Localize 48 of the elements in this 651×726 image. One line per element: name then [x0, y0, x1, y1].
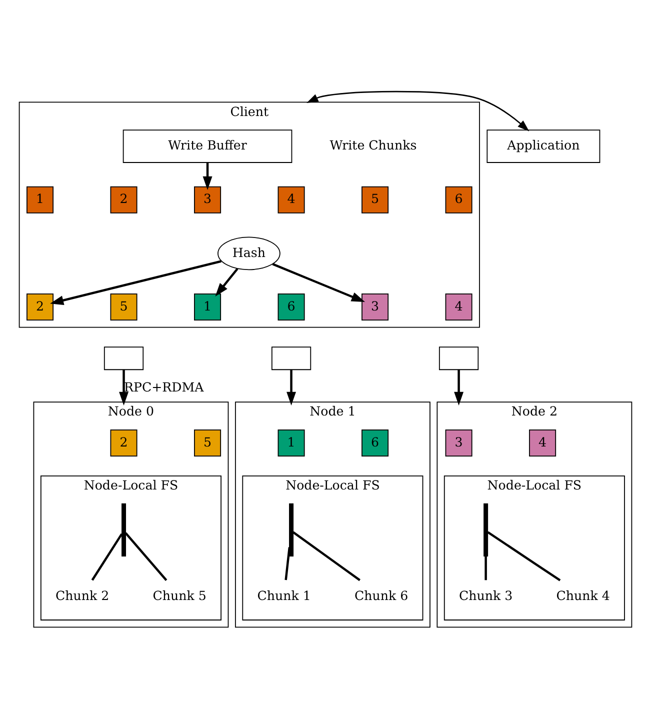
node-box: 2	[110, 430, 138, 457]
connector	[292, 531, 360, 582]
node-bar	[122, 503, 126, 556]
node-box: 6	[445, 186, 472, 214]
arrow	[286, 370, 296, 406]
label: Write Chunks	[330, 138, 417, 153]
node-box: 6	[278, 294, 305, 321]
node-text: Chunk 3	[458, 588, 513, 603]
connector	[91, 533, 123, 581]
node-box: 3	[445, 430, 472, 457]
node-box: 1	[26, 186, 54, 214]
node-box	[271, 346, 312, 370]
arrow	[119, 370, 128, 406]
node-text: Chunk 4	[556, 588, 610, 603]
connector	[124, 532, 168, 582]
node-box: Write Buffer	[122, 130, 292, 163]
node-box: 4	[529, 430, 556, 457]
arrow	[272, 263, 366, 302]
connector	[484, 556, 487, 580]
node-box: 3	[194, 186, 222, 214]
node-box: 5	[110, 294, 138, 321]
node-box	[438, 346, 479, 370]
arrow	[215, 268, 238, 297]
node-box: 3	[362, 294, 389, 321]
node-text: Chunk 2	[56, 588, 110, 603]
node-box: 6	[362, 430, 389, 457]
arrow	[202, 162, 212, 190]
node-bar	[289, 503, 294, 556]
node-text: Chunk 6	[354, 588, 408, 603]
node-box	[104, 346, 144, 370]
node-text: Chunk 5	[152, 588, 206, 603]
arrow	[50, 260, 222, 305]
node-box: 2	[26, 294, 54, 321]
node-box: 1	[194, 294, 222, 321]
node-ellipse: Hash	[218, 236, 280, 270]
connector	[284, 547, 291, 580]
node-box: 1	[278, 430, 305, 457]
node-box: 2	[110, 186, 138, 214]
node-box: 5	[194, 430, 222, 457]
node-box: 5	[362, 186, 389, 214]
connector	[487, 531, 561, 582]
arrow	[306, 90, 530, 132]
arrow	[454, 370, 464, 406]
node-box: 4	[278, 186, 305, 214]
node-text: Chunk 1	[257, 588, 311, 603]
node-box: Application	[486, 130, 600, 163]
node-box: 4	[445, 294, 472, 321]
node-bar	[484, 503, 488, 556]
